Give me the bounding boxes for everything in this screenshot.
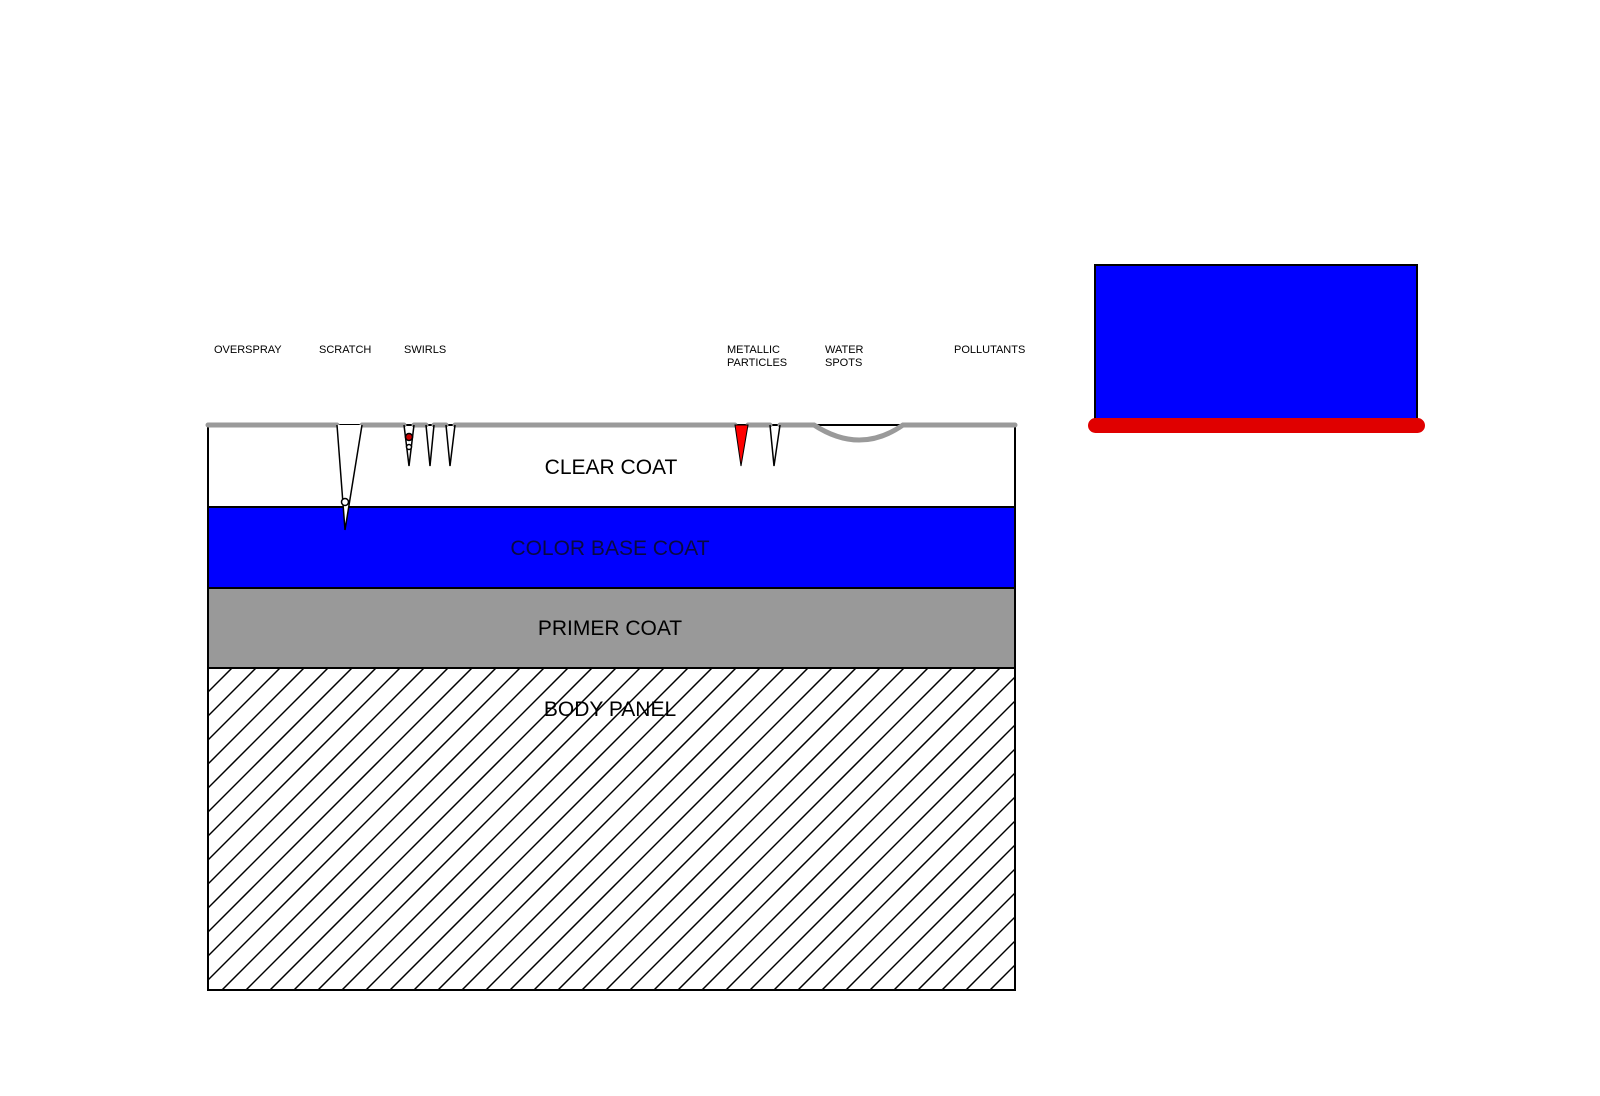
- scratch-defect: [336, 424, 363, 531]
- hatch-line: [1062, 668, 1384, 990]
- color-base-coat-layer: [207, 506, 1016, 589]
- hatch-line: [1302, 668, 1600, 990]
- hatch-line: [293, 668, 617, 990]
- label-clear-coat: CLEAR COAT: [545, 456, 678, 479]
- hatch-line: [1134, 668, 1456, 990]
- hatch-line: [1086, 668, 1408, 990]
- hatch-line: [221, 668, 545, 990]
- hatch-line: [437, 668, 761, 990]
- hatch-line: [749, 723, 1015, 990]
- hatch-line: [208, 668, 473, 934]
- hatch-line: [941, 915, 1015, 990]
- hatch-line: [208, 668, 329, 790]
- body-panel-layer: [207, 667, 1600, 991]
- hatch-line: [317, 668, 641, 990]
- hatch-line: [208, 668, 209, 670]
- hatch-line: [1158, 668, 1480, 990]
- hatch-line: [845, 819, 1015, 990]
- label-pollutants: POLLUTANTS: [954, 344, 1025, 356]
- label-color-base-coat: COLOR BASE COAT: [510, 537, 709, 560]
- label-overspray: OVERSPRAY: [214, 344, 282, 356]
- hatch-line: [1230, 668, 1552, 990]
- hatch-line: [605, 668, 929, 990]
- hatch-line: [269, 668, 593, 990]
- hatch-line: [1206, 668, 1528, 990]
- hatch-line: [1038, 668, 1360, 990]
- metallic-particle-defect: [734, 424, 781, 467]
- hatch-line: [485, 668, 809, 990]
- hatch-line: [653, 668, 977, 990]
- label-water-line1: WATER: [825, 344, 864, 356]
- hatch-line: [557, 668, 881, 990]
- hatch-line: [208, 668, 449, 910]
- hatch-line: [413, 668, 737, 990]
- label-swirls: SWIRLS: [404, 344, 446, 356]
- hatch-line: [1182, 668, 1504, 990]
- hatch-line: [509, 668, 833, 990]
- paint-swatch: [1088, 264, 1425, 433]
- hatch-line: [1254, 668, 1576, 990]
- hatch-line: [773, 747, 1015, 990]
- hatch-line: [208, 668, 305, 766]
- primer-coat-layer: [207, 587, 1016, 669]
- hatch-line: [1013, 987, 1015, 990]
- hatch-line: [917, 891, 1015, 990]
- hatch-line: [208, 668, 233, 694]
- hatch-line: [461, 668, 785, 990]
- hatch-line: [869, 843, 1015, 990]
- swirls-defect: [403, 424, 456, 467]
- hatch-line: [1326, 668, 1600, 990]
- hatch-line: [208, 668, 497, 958]
- hatch-line: [341, 668, 665, 990]
- hatch-line: [797, 771, 1015, 990]
- label-metallic-line2: PARTICLES: [727, 357, 787, 369]
- hatch-line: [629, 668, 953, 990]
- hatch-line: [533, 668, 857, 990]
- hatch-line: [725, 699, 1015, 990]
- hatch-line: [208, 668, 353, 814]
- hatch-line: [365, 668, 689, 990]
- hatch-line: [245, 668, 569, 990]
- label-primer-coat: PRIMER COAT: [538, 617, 682, 640]
- hatch-line: [821, 795, 1015, 990]
- hatch-line: [989, 963, 1015, 990]
- hatch-line: [208, 668, 281, 742]
- label-water-line2: SPOTS: [825, 357, 862, 369]
- label-scratch: SCRATCH: [319, 344, 371, 356]
- hatch-line: [208, 668, 521, 982]
- label-body-panel: BODY PANEL: [544, 698, 676, 721]
- hatch-line: [389, 668, 713, 990]
- hatch-line: [208, 668, 401, 862]
- hatch-line: [1278, 668, 1600, 990]
- hatch-line: [701, 675, 1015, 990]
- hatch-line: [677, 668, 1001, 990]
- surface-line: [205, 422, 1018, 443]
- hatch-line: [208, 668, 425, 886]
- hatch-line: [208, 668, 377, 838]
- hatch-line: [1110, 668, 1432, 990]
- label-metallic-line1: METALLIC: [727, 344, 780, 356]
- hatch-line: [893, 867, 1015, 990]
- hatch-line: [581, 668, 905, 990]
